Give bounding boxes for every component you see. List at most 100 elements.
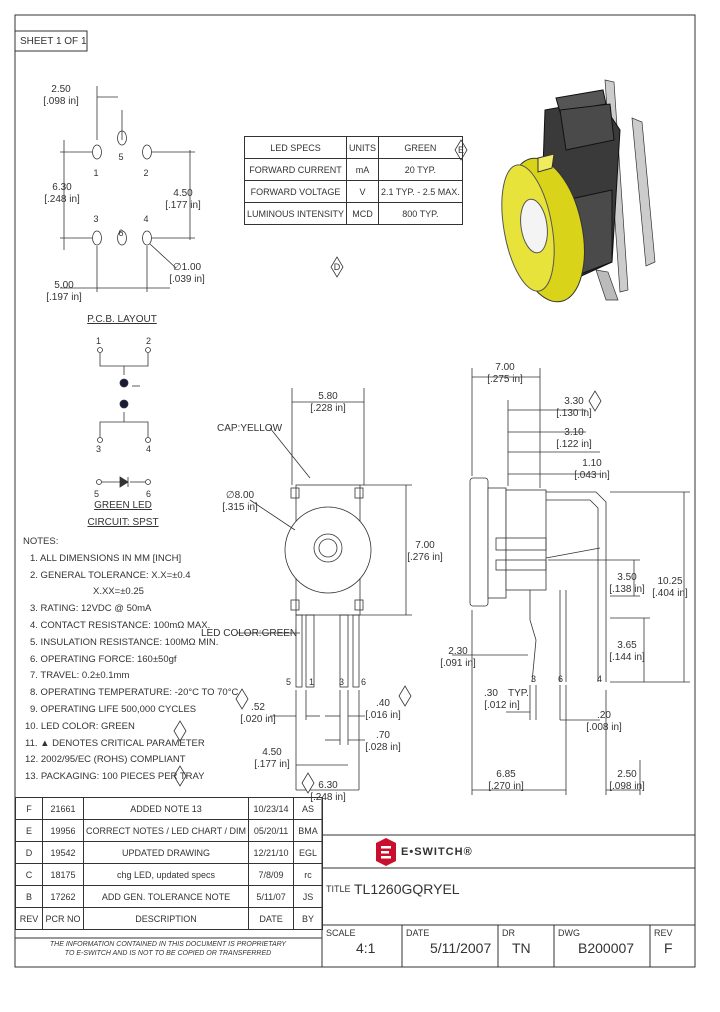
side-dim-d8: 2.30 (448, 646, 468, 657)
note-item: 1. ALL DIMENSIONS IN MM [INCH] (30, 552, 182, 564)
pcb-hole-5 (117, 130, 127, 146)
pcb-pin-4: 4 (143, 214, 149, 224)
table-row: E 19956 CORRECT NOTES / LED CHART / DIM … (15, 819, 323, 842)
pcb-hole-4 (142, 230, 152, 246)
eswitch-logo (376, 838, 396, 866)
brand-name: E•SWITCH® (401, 846, 473, 858)
switch-3d-render (501, 79, 656, 303)
led-spec-cell: 20 TYP. (378, 158, 463, 181)
pcb-pin-6: 6 (118, 228, 124, 238)
front-view (237, 388, 412, 791)
rev-marker-d2 (235, 688, 249, 710)
rev-value: F (664, 940, 673, 956)
notes-heading: NOTES: (23, 536, 59, 547)
rev-marker-e3 (398, 685, 412, 707)
dr-value: TN (512, 940, 531, 956)
pcb-dim-width: 5.00 (54, 280, 74, 291)
note-item: 9. OPERATING LIFE 500,000 CYCLES (30, 703, 197, 715)
side-view (452, 368, 690, 795)
front-cap-circle (284, 506, 372, 594)
table-row: FORWARD VOLTAGE V 2.1 TYP. - 2.5 MAX. (243, 180, 463, 203)
front-dim-w-in: [.228 in] (310, 403, 346, 414)
note-item: 13. PACKAGING: 100 PIECES PER TRAY (25, 771, 205, 783)
side-dim-d1-in: [.275 in] (487, 374, 523, 385)
front-dim-p5-in: [.248 in] (310, 792, 346, 803)
pcb-dim-pitch-x-in: [.098 in] (43, 96, 79, 107)
circuit-title: CIRCUIT: SPST (87, 517, 159, 528)
led-spec-cell: mA (346, 158, 380, 181)
note-item: 2. GENERAL TOLERANCE: X.X=±0.4 (30, 569, 191, 581)
rev-cell: D (15, 841, 43, 864)
rev-cell: E (15, 819, 43, 842)
side-dim-d8-in: [.091 in] (440, 658, 476, 669)
side-dim-d2: 3.30 (564, 396, 584, 407)
rev-cell: chg LED, updated specs (82, 863, 250, 886)
side-dim-d11: 6.85 (496, 769, 516, 780)
rev-cell: C (15, 863, 43, 886)
led-spec-cell: LUMINOUS INTENSITY (243, 202, 348, 225)
revision-table: F 21661 ADDED NOTE 13 10/23/14 AS E 1995… (15, 797, 323, 930)
rev-cell: 7/8/09 (248, 863, 295, 886)
pcb-dim-height: 6.30 (52, 182, 72, 193)
front-dim-p1: .52 (251, 702, 265, 713)
date-label: DATE (406, 928, 430, 938)
circuit-pin-1: 1 (96, 336, 102, 346)
rev-marker-f2 (173, 765, 187, 787)
side-dim-d4-in: [.043 in] (574, 470, 610, 481)
side-dim-d9-in: [.012 in] (484, 700, 520, 711)
front-pin-5: 5 (286, 677, 292, 687)
note-item: 7. TRAVEL: 0.2±0.1mm (30, 670, 130, 682)
table-row: FORWARD CURRENT mA 20 TYP. (243, 158, 463, 181)
rev-d-label: D (333, 262, 341, 272)
circuit-pin-2: 2 (146, 336, 152, 346)
led-spec-cell: FORWARD CURRENT (243, 158, 348, 181)
side-dim-d7: 3.65 (617, 640, 637, 651)
pcb-hole-1 (92, 144, 102, 160)
side-dim-d10-in: [.008 in] (586, 722, 622, 733)
pcb-hole-2 (142, 144, 152, 160)
rev-cell: UPDATED DRAWING (82, 841, 250, 864)
sheet-label: SHEET 1 OF 1 (20, 36, 87, 47)
side-dim-d1: 7.00 (495, 362, 515, 373)
rev-cell: 12/21/10 (248, 841, 295, 864)
front-pin-1: 1 (309, 677, 315, 687)
notes-block: NOTES: 1. ALL DIMENSIONS IN MM [INCH] 2.… (23, 534, 238, 786)
dr-label: DR (502, 928, 515, 938)
front-dim-p5: 6.30 (318, 780, 338, 791)
rev-cell: EGL (293, 841, 323, 864)
pcb-layout (60, 86, 195, 292)
note-item: 11. ▲ DENOTES CRITICAL PARAMETER (25, 737, 205, 749)
rev-header-cell: DATE (248, 907, 295, 930)
pcb-layout-title: P.C.B. LAYOUT (87, 314, 157, 325)
side-pin-4: 4 (597, 674, 603, 684)
rev-cell: ADDED NOTE 13 (82, 797, 250, 820)
table-row: B 17262 ADD GEN. TOLERANCE NOTE 5/11/07 … (15, 885, 323, 908)
side-dim-d12: 2.50 (617, 769, 637, 780)
drawing-title: TL1260GQRYEL (354, 881, 460, 897)
front-dim-p3: .70 (376, 730, 390, 741)
rev-header-cell: PCR NO (42, 907, 84, 930)
switch-contact-bottom (119, 399, 129, 409)
led-spec-cell: 800 TYP. (378, 202, 463, 225)
sheet-box (14, 30, 88, 52)
switch-contact-top (119, 378, 129, 388)
front-dim-h-in: [.276 in] (407, 552, 443, 563)
rev-cell: 05/20/11 (248, 819, 295, 842)
note-item: X.XX=±0.25 (93, 586, 144, 598)
front-dim-dia: ∅8.00 (225, 490, 255, 501)
led-spec-header-cell: UNITS (346, 136, 380, 159)
led-spec-table: LED SPECS UNITS GREEN FORWARD CURRENT mA… (243, 136, 463, 225)
rev-cell: 19956 (42, 819, 84, 842)
side-dim-d10: .20 (597, 710, 611, 721)
dwg-label: DWG (558, 928, 580, 938)
table-row: LUMINOUS INTENSITY MCD 800 TYP. (243, 202, 463, 225)
side-dim-d3-in: [.122 in] (556, 439, 592, 450)
note-item: 8. OPERATING TEMPERATURE: -20°C TO 70°C (30, 687, 239, 699)
rev-header-cell: DESCRIPTION (82, 907, 250, 930)
front-dim-p2: .40 (376, 698, 390, 709)
pcb-dim-width-in: [.197 in] (46, 292, 82, 303)
rev-cell: 21661 (42, 797, 84, 820)
rev-cell: BMA (293, 819, 323, 842)
front-dim-p4: 4.50 (262, 747, 282, 758)
